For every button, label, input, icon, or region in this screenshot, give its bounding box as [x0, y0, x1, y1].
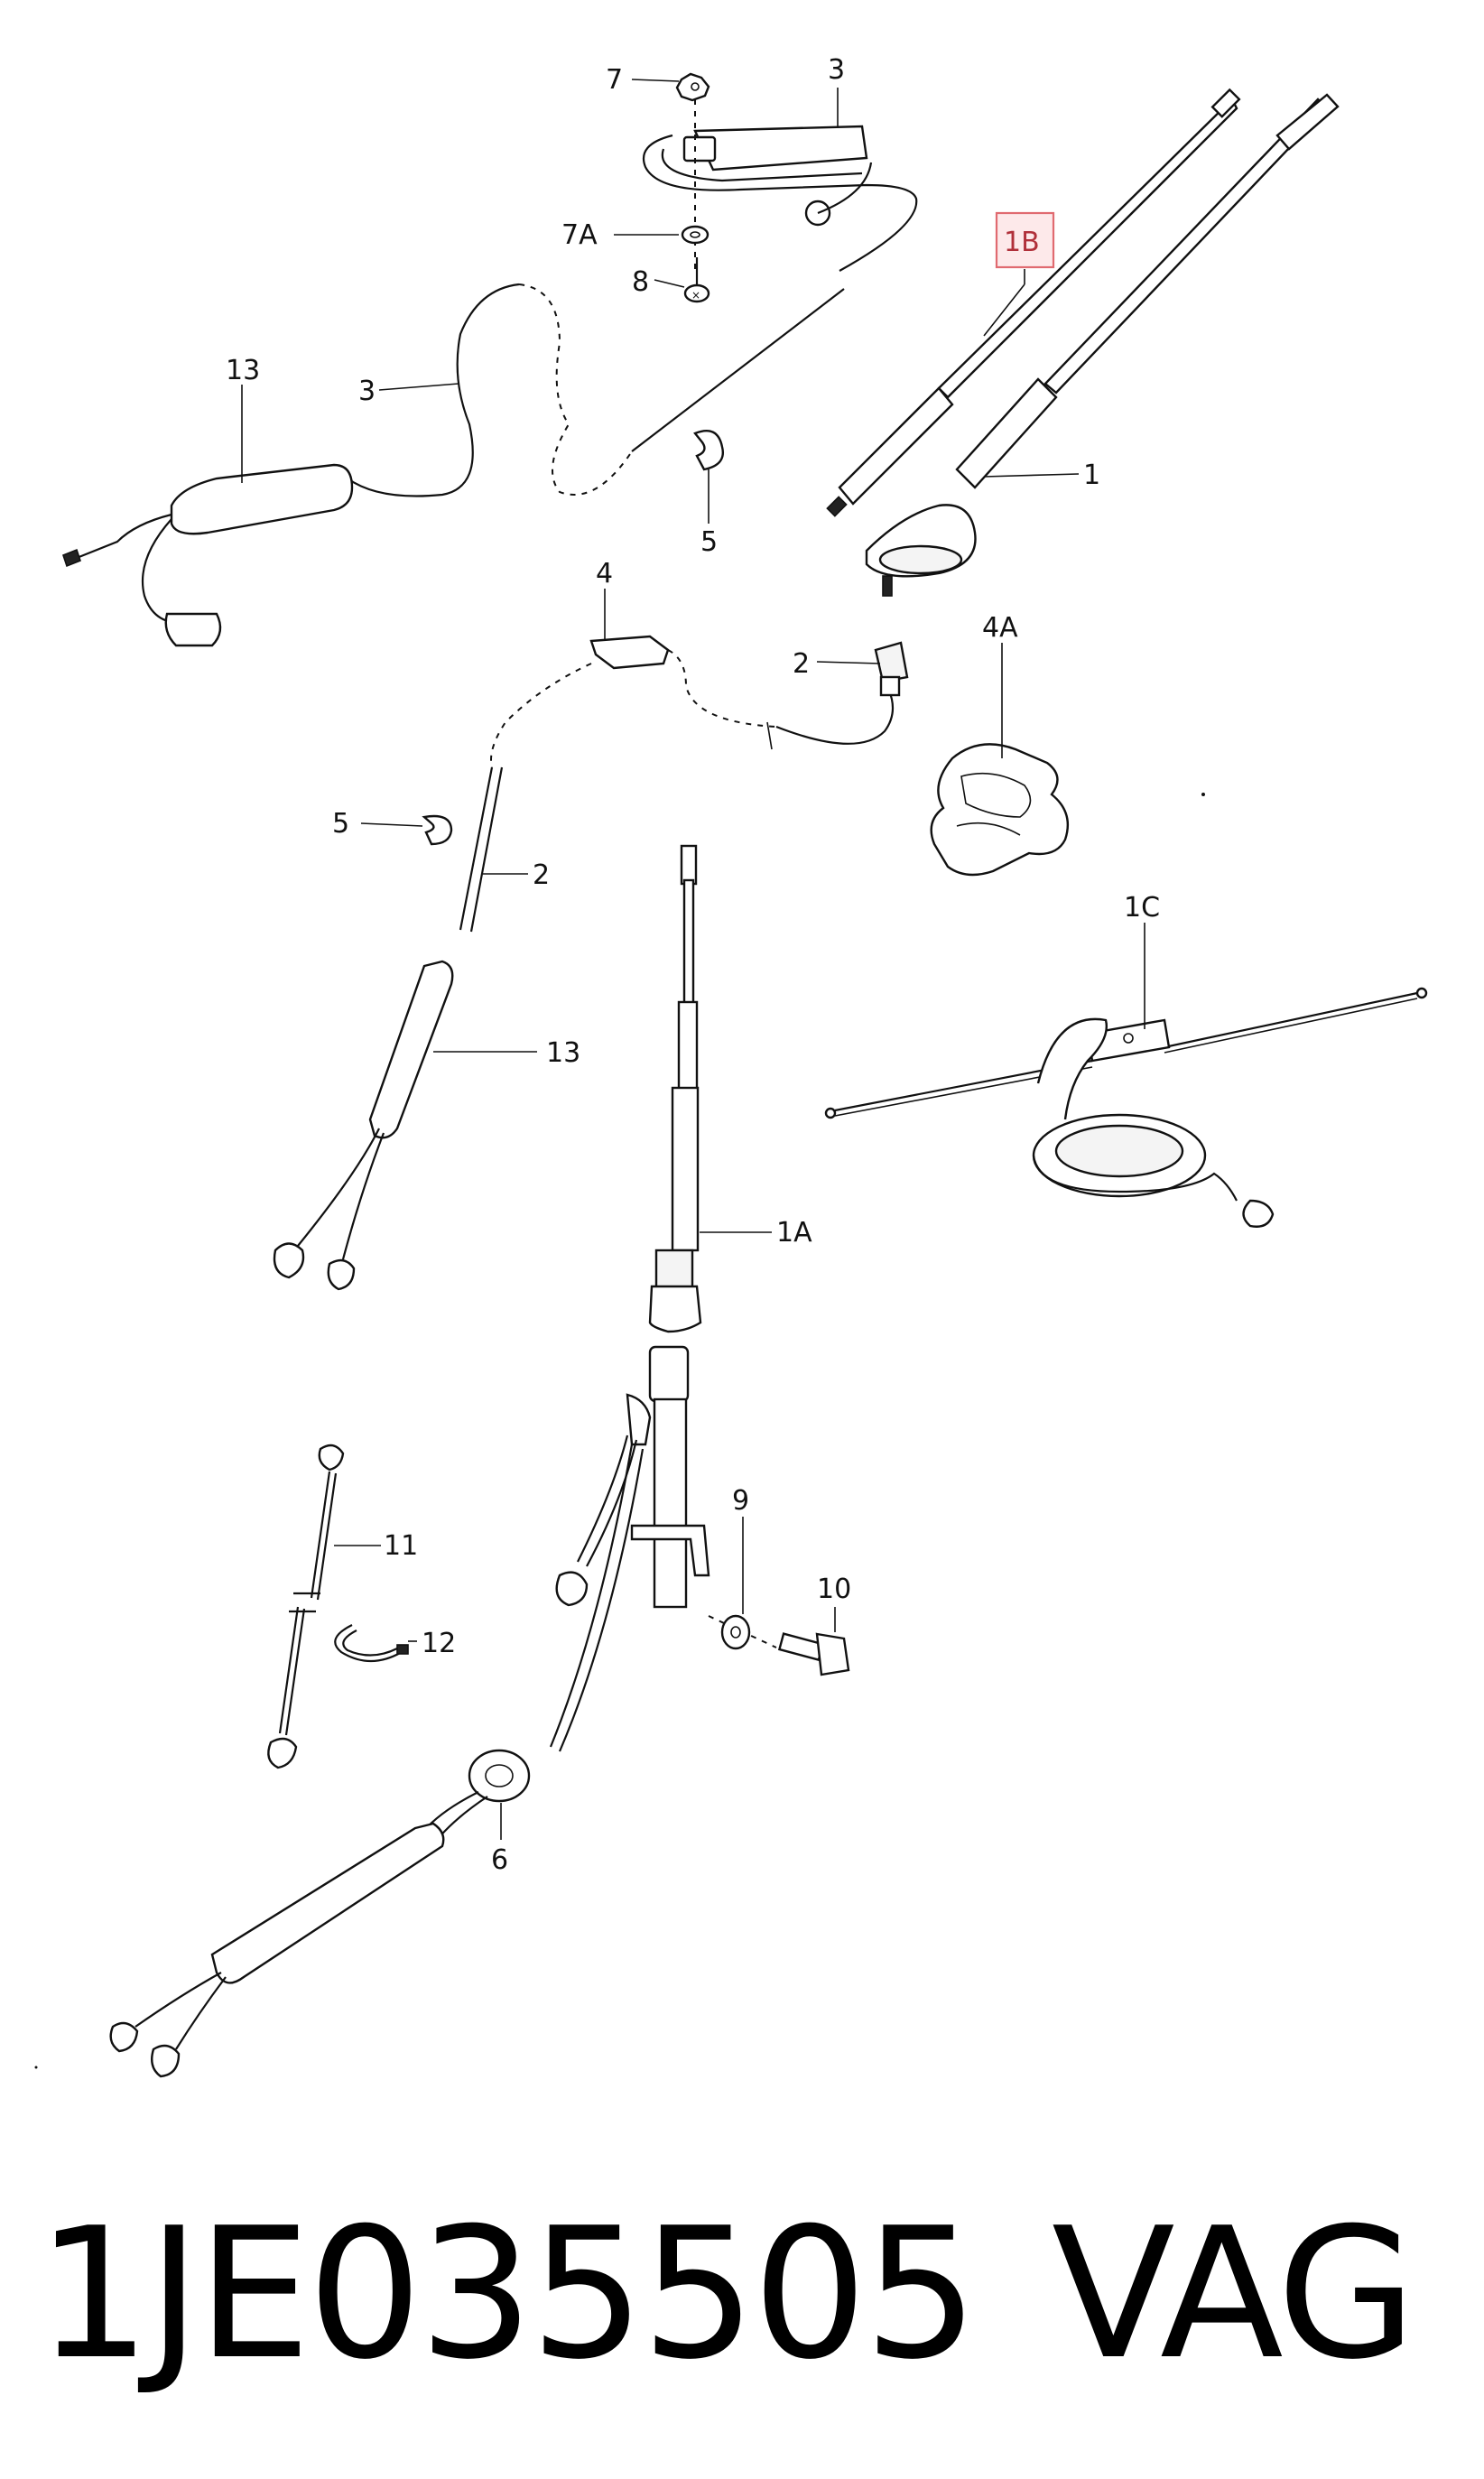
antenna-rod-part-1: [865, 93, 1340, 597]
callout-4: 4: [596, 558, 613, 590]
callout-7a: 7A: [561, 219, 598, 251]
bolt-part-10: [777, 1632, 850, 1676]
part-number-text: 1JE035505: [36, 2189, 975, 2400]
callout-8: 8: [632, 266, 649, 298]
callout-5-top: 5: [700, 526, 718, 558]
callout-10: 10: [817, 1574, 851, 1605]
callout-13-top: 13: [226, 355, 260, 386]
windshield-antenna-part-1c: [824, 987, 1428, 1228]
callout-9: 9: [732, 1485, 749, 1517]
antenna-rod-part-1b: [826, 88, 1241, 517]
highlight-box-1b: [995, 211, 1055, 269]
cable-part-3-left: [347, 283, 845, 497]
clip-part-5-top: [693, 429, 724, 471]
callout-11: 11: [384, 1530, 418, 1562]
telescopic-antenna-part-1a: [630, 844, 710, 1609]
callout-13-mid: 13: [546, 1037, 580, 1069]
callout-3-top: 3: [828, 54, 845, 86]
callout-6: 6: [491, 1844, 508, 1876]
cable-tie-part-12: [334, 1624, 409, 1662]
leader-lines: [241, 79, 1145, 1840]
nut-part-7: [675, 72, 710, 102]
clip-part-5-mid: [422, 814, 453, 846]
brand-text: VAG: [1052, 2189, 1413, 2400]
cable-part-2-mid: [459, 663, 592, 933]
bracket-part-4: [589, 635, 670, 670]
cable-part-2-upper: [667, 641, 909, 750]
callout-3-left: 3: [358, 376, 376, 407]
lower-sleeve-and-cables: [109, 1791, 488, 2078]
clip-part-4a: [930, 743, 1070, 877]
washer-part-7a: [681, 225, 710, 245]
cable-part-6-cables: [549, 1393, 652, 1752]
svg-text:×: ×: [691, 289, 700, 302]
callout-2-mid: 2: [533, 859, 550, 891]
washer-part-9: [720, 1614, 751, 1650]
callout-12: 12: [422, 1628, 456, 1659]
screw-part-8: ×: [683, 257, 710, 303]
callout-5-mid: 5: [332, 808, 349, 840]
callout-1: 1: [1083, 460, 1100, 491]
callout-4a: 4A: [982, 612, 1018, 644]
grommet-part-6: [468, 1749, 531, 1803]
caption: 1JE035505 VAG: [36, 2189, 1416, 2400]
sleeve-part-13-mid: [273, 960, 454, 1291]
amplifier-part-3: [643, 125, 918, 272]
sleeve-part-13-top: [62, 463, 354, 647]
callout-7: 7: [606, 64, 623, 96]
callout-2-right: 2: [793, 648, 810, 680]
callout-1c: 1C: [1124, 892, 1160, 924]
callout-1a: 1A: [776, 1217, 812, 1249]
callout-labels: 7 3 7A 8 13 3 5 1B 1 4 2 4A 5 2 13 1C 1A…: [226, 54, 1160, 1876]
callout-1b: 1B: [1004, 227, 1040, 258]
ground-strap-part-11: [267, 1444, 345, 1769]
